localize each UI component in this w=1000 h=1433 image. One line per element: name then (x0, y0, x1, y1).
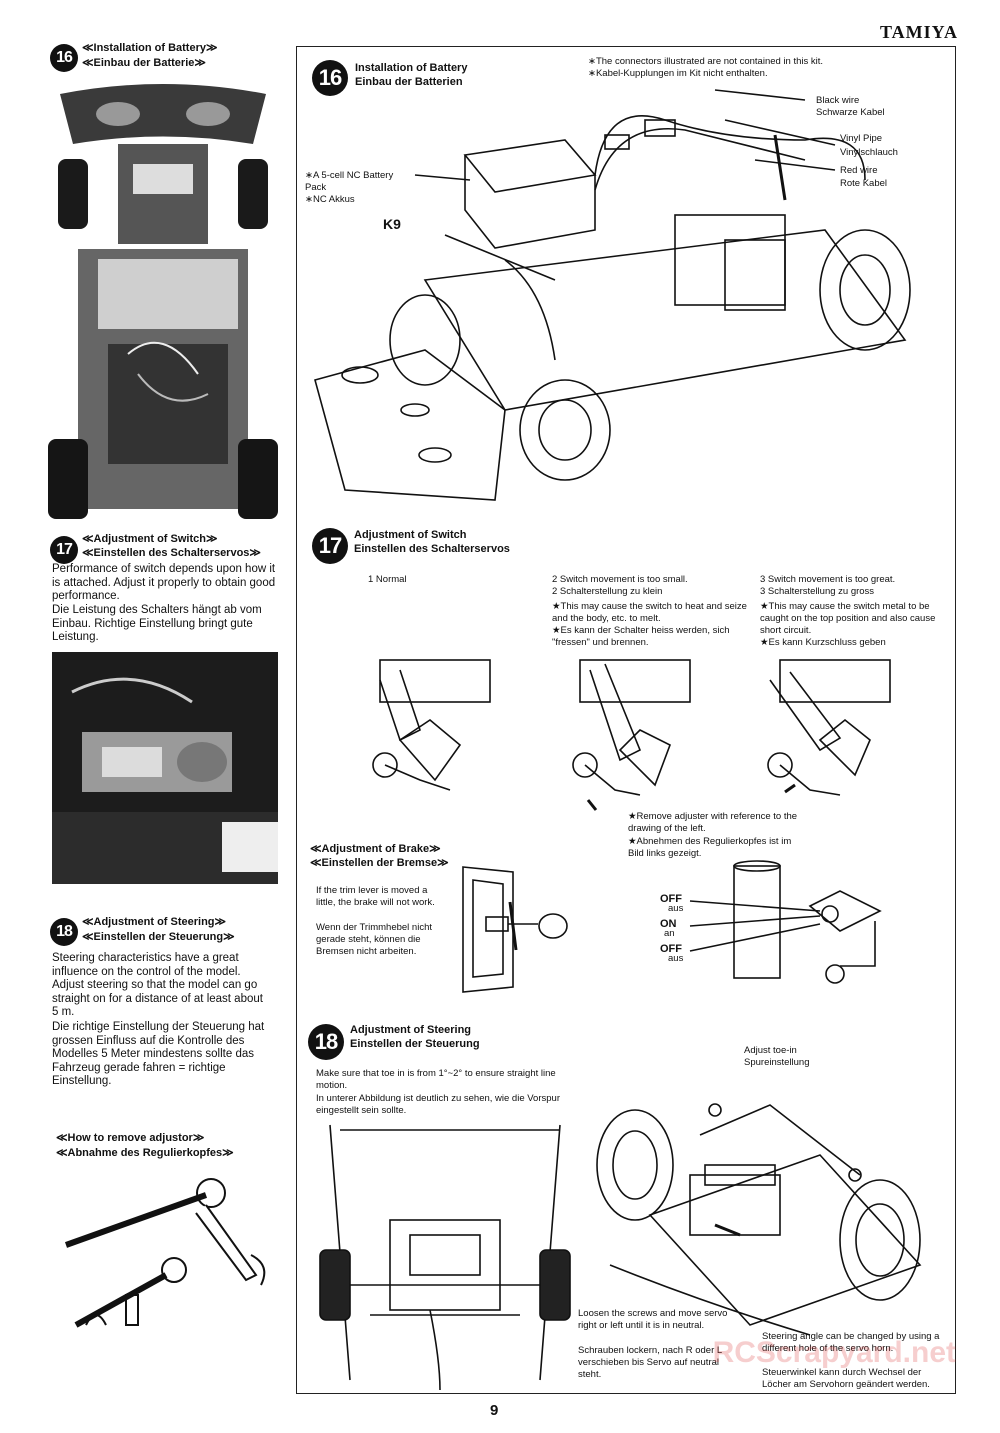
brake-text-de: Wenn der Trimmhebel nicht gerade steht, … (316, 922, 432, 957)
case-3-warning-en: ★This may cause the switch metal to be c… (760, 601, 936, 636)
s17-title-en: ≪Adjustment of Switch≫ (82, 533, 218, 545)
r17-title-en: Adjustment of Switch (354, 529, 467, 541)
brake-switch-diagram (689, 856, 900, 986)
s17-text-de: Die Leistung des Schalters hängt ab vom … (52, 604, 262, 643)
label-k9: K9 (383, 216, 401, 232)
case-2-warning-en: ★This may cause the switch to heat and s… (552, 601, 747, 624)
steering-linkage-diagram (590, 1065, 950, 1336)
s17-title-de: ≪Einstellen des Schalterservos≫ (82, 547, 261, 559)
label-battery-pack-de: ∗NC Akkus (305, 194, 355, 205)
off-label-1: OFF (660, 893, 682, 905)
adjustor-title-de: ≪Abnahme des Regulierkopfes≫ (56, 1147, 234, 1159)
aus-label-1: aus (668, 903, 684, 914)
brand-logo: TAMIYA (879, 22, 958, 42)
label-black-wire: Black wire (816, 95, 860, 106)
off-label-2: OFF (660, 943, 682, 955)
step-18-badge-large: 18 (308, 1024, 344, 1060)
r18-text-en: Make sure that toe in is from 1°~2° to e… (316, 1068, 556, 1091)
s16-title-en: ≪Installation of Battery≫ (82, 42, 218, 54)
step-16-badge: 16 (50, 44, 78, 72)
aus-label-2: aus (668, 953, 684, 964)
switch-photo (52, 652, 278, 884)
case-3-warning-de: ★Es kann Kurzschluss geben (760, 637, 886, 648)
case-3-label-de: 3 Schalterstellung zu gross (760, 586, 875, 597)
case-2-label-de: 2 Schalterstellung zu klein (552, 586, 663, 597)
toe-in-topview-diagram (310, 1120, 590, 1391)
r18-title-en: Adjustment of Steering (350, 1024, 472, 1036)
label-battery-pack: ∗A 5-cell NC Battery Pack (305, 170, 394, 193)
r16-title-en: Installation of Battery (355, 62, 468, 74)
label-red-wire-de: Rote Kabel (840, 178, 888, 189)
loosen-screws-note-en: Loosen the screws and move servo right o… (578, 1308, 728, 1331)
brake-title-de: ≪Einstellen der Bremse≫ (310, 857, 449, 869)
r16-title-de: Einbau der Batterien (355, 76, 463, 88)
label-vinyl-pipe: Vinyl Pipe (840, 133, 883, 144)
brake-text-en: If the trim lever is moved a little, the… (316, 885, 435, 908)
steering-angle-note-en: Steering angle can be changed by using a… (762, 1331, 940, 1354)
main-frame (296, 46, 956, 1394)
loosen-screws-note-de: Schrauben lockern, nach R oder L verschi… (578, 1345, 722, 1380)
r16-note-de: ∗Kabel-Kupplungen im Kit nicht enthalten… (588, 68, 768, 79)
adjustor-illustration (56, 1165, 281, 1335)
step-18-badge: 18 (50, 918, 78, 946)
toe-in-label-de: Spureinstellung (744, 1057, 810, 1068)
transmitter-trim-diagram (458, 862, 578, 994)
r18-text-de: In unterer Abbildung ist deutlich zu seh… (316, 1093, 560, 1116)
case-3-label-en: 3 Switch movement is too great. (760, 574, 896, 585)
case-2-warning-de: ★Es kann der Schalter heiss werden, sich… (552, 625, 730, 648)
an-label: an (664, 928, 675, 939)
watermark: RCScrapyard.net (712, 1336, 956, 1369)
remove-adjuster-note-en: ★Remove adjuster with reference to the d… (628, 811, 798, 834)
r18-title-de: Einstellen der Steuerung (350, 1038, 480, 1050)
s16-title-de: ≪Einbau der Batterie≫ (82, 57, 206, 69)
page-number: 9 (490, 1402, 499, 1419)
label-black-wire-de: Schwarze Kabel (816, 107, 885, 118)
steering-angle-note-de: Steuerwinkel kann durch Wechsel der Löch… (762, 1367, 930, 1390)
step-16-badge-large: 16 (312, 60, 348, 96)
s18-title-en: ≪Adjustment of Steering≫ (82, 916, 227, 928)
on-label: ON (660, 918, 677, 930)
r17-title-de: Einstellen des Schalterservos (354, 543, 510, 555)
switch-positions-diagram (340, 650, 940, 820)
s18-text-de: Die richtige Einstellung der Steuerung h… (52, 1021, 265, 1087)
r16-note-en: ∗The connectors illustrated are not cont… (588, 56, 824, 67)
toe-in-label-en: Adjust toe-in (744, 1045, 797, 1056)
adjustor-title-en: ≪How to remove adjustor≫ (56, 1132, 205, 1144)
case-1-label: 1 Normal (368, 574, 407, 585)
chassis-photo (48, 74, 278, 520)
battery-install-diagram (305, 80, 945, 501)
step-17-badge: 17 (50, 536, 78, 564)
label-vinyl-pipe-de: Vinylschlauch (840, 147, 898, 158)
label-red-wire: Red wire (840, 165, 878, 176)
step-17-badge-large: 17 (312, 528, 348, 564)
remove-adjuster-note-de: ★Abnehmen des Regulierkopfes ist im Bild… (628, 836, 792, 859)
s18-text-en: Steering characteristics have a great in… (52, 952, 263, 1018)
s18-title-de: ≪Einstellen der Steuerung≫ (82, 931, 235, 943)
s17-text-en: Performance of switch depends upon how i… (52, 563, 276, 602)
case-2-label-en: 2 Switch movement is too small. (552, 574, 688, 585)
brake-title-en: ≪Adjustment of Brake≫ (310, 843, 441, 855)
